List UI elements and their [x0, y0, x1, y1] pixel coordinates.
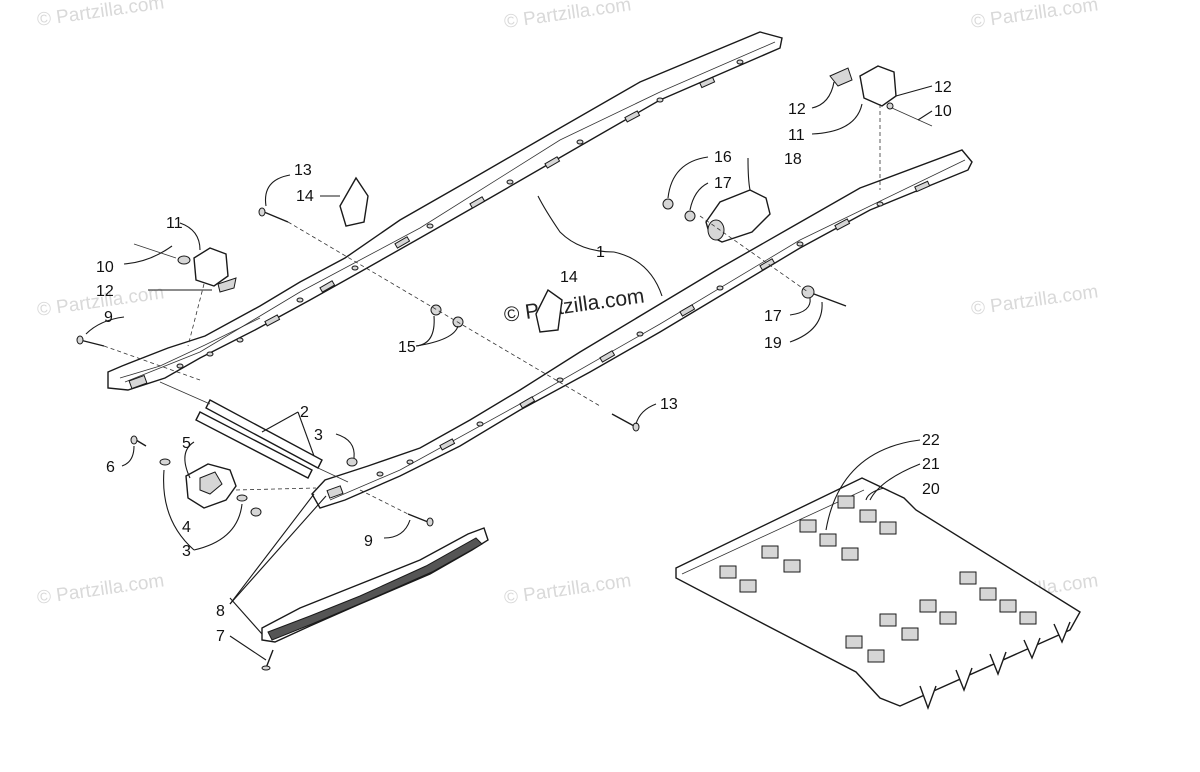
bolt-7 — [261, 649, 274, 671]
callout-4: 4 — [182, 519, 191, 536]
callout-10: 10 — [96, 259, 114, 276]
callout-17: 17 — [714, 175, 732, 192]
watermark: © Partzilla.com — [970, 0, 1100, 33]
track-section — [675, 477, 1081, 711]
callout-14: 14 — [560, 269, 578, 286]
callout-20: 20 — [922, 481, 940, 498]
bumper-5 — [185, 463, 237, 509]
callout-14: 14 — [296, 188, 314, 205]
watermark: © Partzilla.com — [503, 0, 633, 33]
callout-9: 9 — [364, 533, 373, 550]
callout-10: 10 — [934, 103, 952, 120]
slide-rail-left — [107, 31, 783, 391]
callout-12: 12 — [788, 101, 806, 118]
stopper-block-right — [829, 65, 933, 127]
callout-3: 3 — [314, 427, 323, 444]
hardware — [76, 198, 847, 527]
cross-shafts — [159, 381, 349, 483]
callout-17: 17 — [764, 308, 782, 325]
brackets-14 — [339, 176, 563, 333]
callouts: 1 2 3 3 4 5 6 7 8 9 9 10 10 11 11 12 12 … — [96, 79, 952, 645]
callout-21: 21 — [922, 456, 940, 473]
callout-2: 2 — [300, 404, 309, 421]
callout-1: 1 — [596, 244, 605, 261]
wear-strip — [261, 527, 489, 643]
slide-rail-right — [311, 149, 973, 509]
idler-wheel-18 — [705, 189, 771, 243]
callout-12: 12 — [934, 79, 952, 96]
callout-16: 16 — [714, 149, 732, 166]
watermark-center: © Partzilla.com — [502, 284, 645, 326]
callout-5: 5 — [182, 435, 191, 452]
callout-8: 8 — [216, 603, 225, 620]
callout-9: 9 — [104, 309, 113, 326]
callout-13: 13 — [660, 396, 678, 413]
callout-19: 19 — [764, 335, 782, 352]
callout-11: 11 — [788, 127, 805, 144]
callout-11: 11 — [166, 215, 183, 232]
watermark: © Partzilla.com — [503, 570, 633, 609]
callout-12: 12 — [96, 283, 114, 300]
callout-13: 13 — [294, 162, 312, 179]
stopper-block-left — [133, 243, 237, 293]
watermark: © Partzilla.com — [36, 570, 166, 609]
callout-15: 15 — [398, 339, 416, 356]
watermark: © Partzilla.com — [970, 281, 1100, 320]
callout-3: 3 — [182, 543, 191, 560]
callout-7: 7 — [216, 628, 225, 645]
callout-6: 6 — [106, 459, 115, 476]
watermark: © Partzilla.com — [36, 0, 166, 31]
callout-18: 18 — [784, 151, 802, 168]
leader-lines — [85, 81, 933, 661]
callout-22: 22 — [922, 432, 940, 449]
